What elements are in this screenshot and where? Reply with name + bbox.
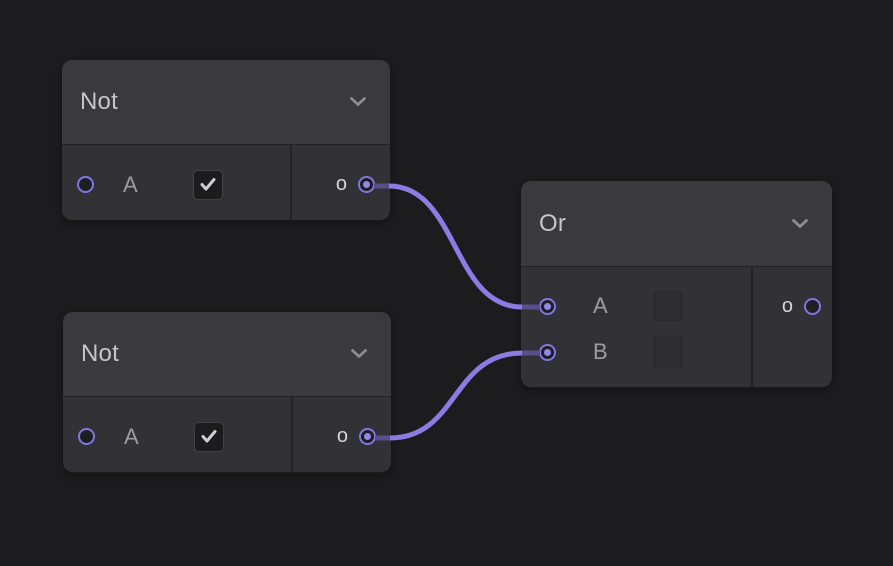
node-not-1-body: A o — [62, 145, 390, 220]
output-port[interactable] — [804, 297, 821, 315]
wire-not1-to-or-a[interactable] — [388, 183, 523, 310]
input-section: A — [63, 397, 293, 472]
wire-not2-to-or-b[interactable] — [389, 350, 523, 441]
input-label: A — [123, 171, 138, 197]
node-not-2[interactable]: Not A o — [63, 312, 391, 473]
checkbox-checked[interactable] — [193, 421, 224, 452]
input-row-a: A — [521, 283, 751, 329]
node-not-2-header[interactable]: Not — [63, 312, 391, 397]
checkmark-icon — [201, 430, 217, 443]
input-label: B — [593, 339, 608, 364]
checkbox-unchecked[interactable] — [653, 337, 683, 367]
input-port-b[interactable] — [539, 343, 556, 361]
node-or-1-header[interactable]: Or — [521, 181, 832, 267]
node-not-1-header[interactable]: Not — [62, 60, 390, 145]
checkbox-unchecked[interactable] — [653, 291, 683, 321]
input-port-a[interactable] — [539, 297, 556, 315]
output-section: o — [753, 267, 832, 387]
node-or-1-body: A B o — [521, 267, 832, 387]
node-title: Not — [80, 88, 118, 115]
input-port-a[interactable] — [77, 176, 94, 193]
output-row: o — [782, 283, 821, 329]
chevron-down-icon[interactable] — [350, 97, 366, 107]
output-label: o — [336, 425, 348, 447]
node-not-1[interactable]: Not A o — [62, 60, 390, 221]
node-or-1[interactable]: Or A B o — [521, 181, 832, 388]
port-connected-dot — [363, 181, 370, 188]
input-row-b: B — [521, 329, 751, 375]
output-section: o — [293, 397, 391, 472]
output-section: o — [292, 145, 390, 220]
chevron-down-icon[interactable] — [792, 218, 808, 229]
input-label: A — [593, 293, 608, 318]
chevron-down-icon[interactable] — [351, 349, 367, 359]
output-label: o — [335, 173, 347, 195]
input-port-a[interactable] — [78, 428, 95, 445]
node-title: Or — [539, 209, 567, 237]
port-connected-dot — [544, 302, 551, 310]
node-title: Not — [81, 340, 119, 367]
output-port[interactable] — [359, 428, 376, 445]
input-section: A — [62, 145, 292, 220]
node-not-2-body: A o — [63, 397, 391, 472]
input-section: A B — [521, 267, 753, 387]
checkmark-icon — [200, 178, 216, 191]
output-label: o — [781, 294, 793, 317]
port-connected-dot — [544, 348, 551, 356]
input-label: A — [124, 423, 139, 449]
port-connected-dot — [364, 433, 371, 440]
output-port[interactable] — [358, 176, 375, 193]
checkbox-checked[interactable] — [192, 169, 223, 200]
